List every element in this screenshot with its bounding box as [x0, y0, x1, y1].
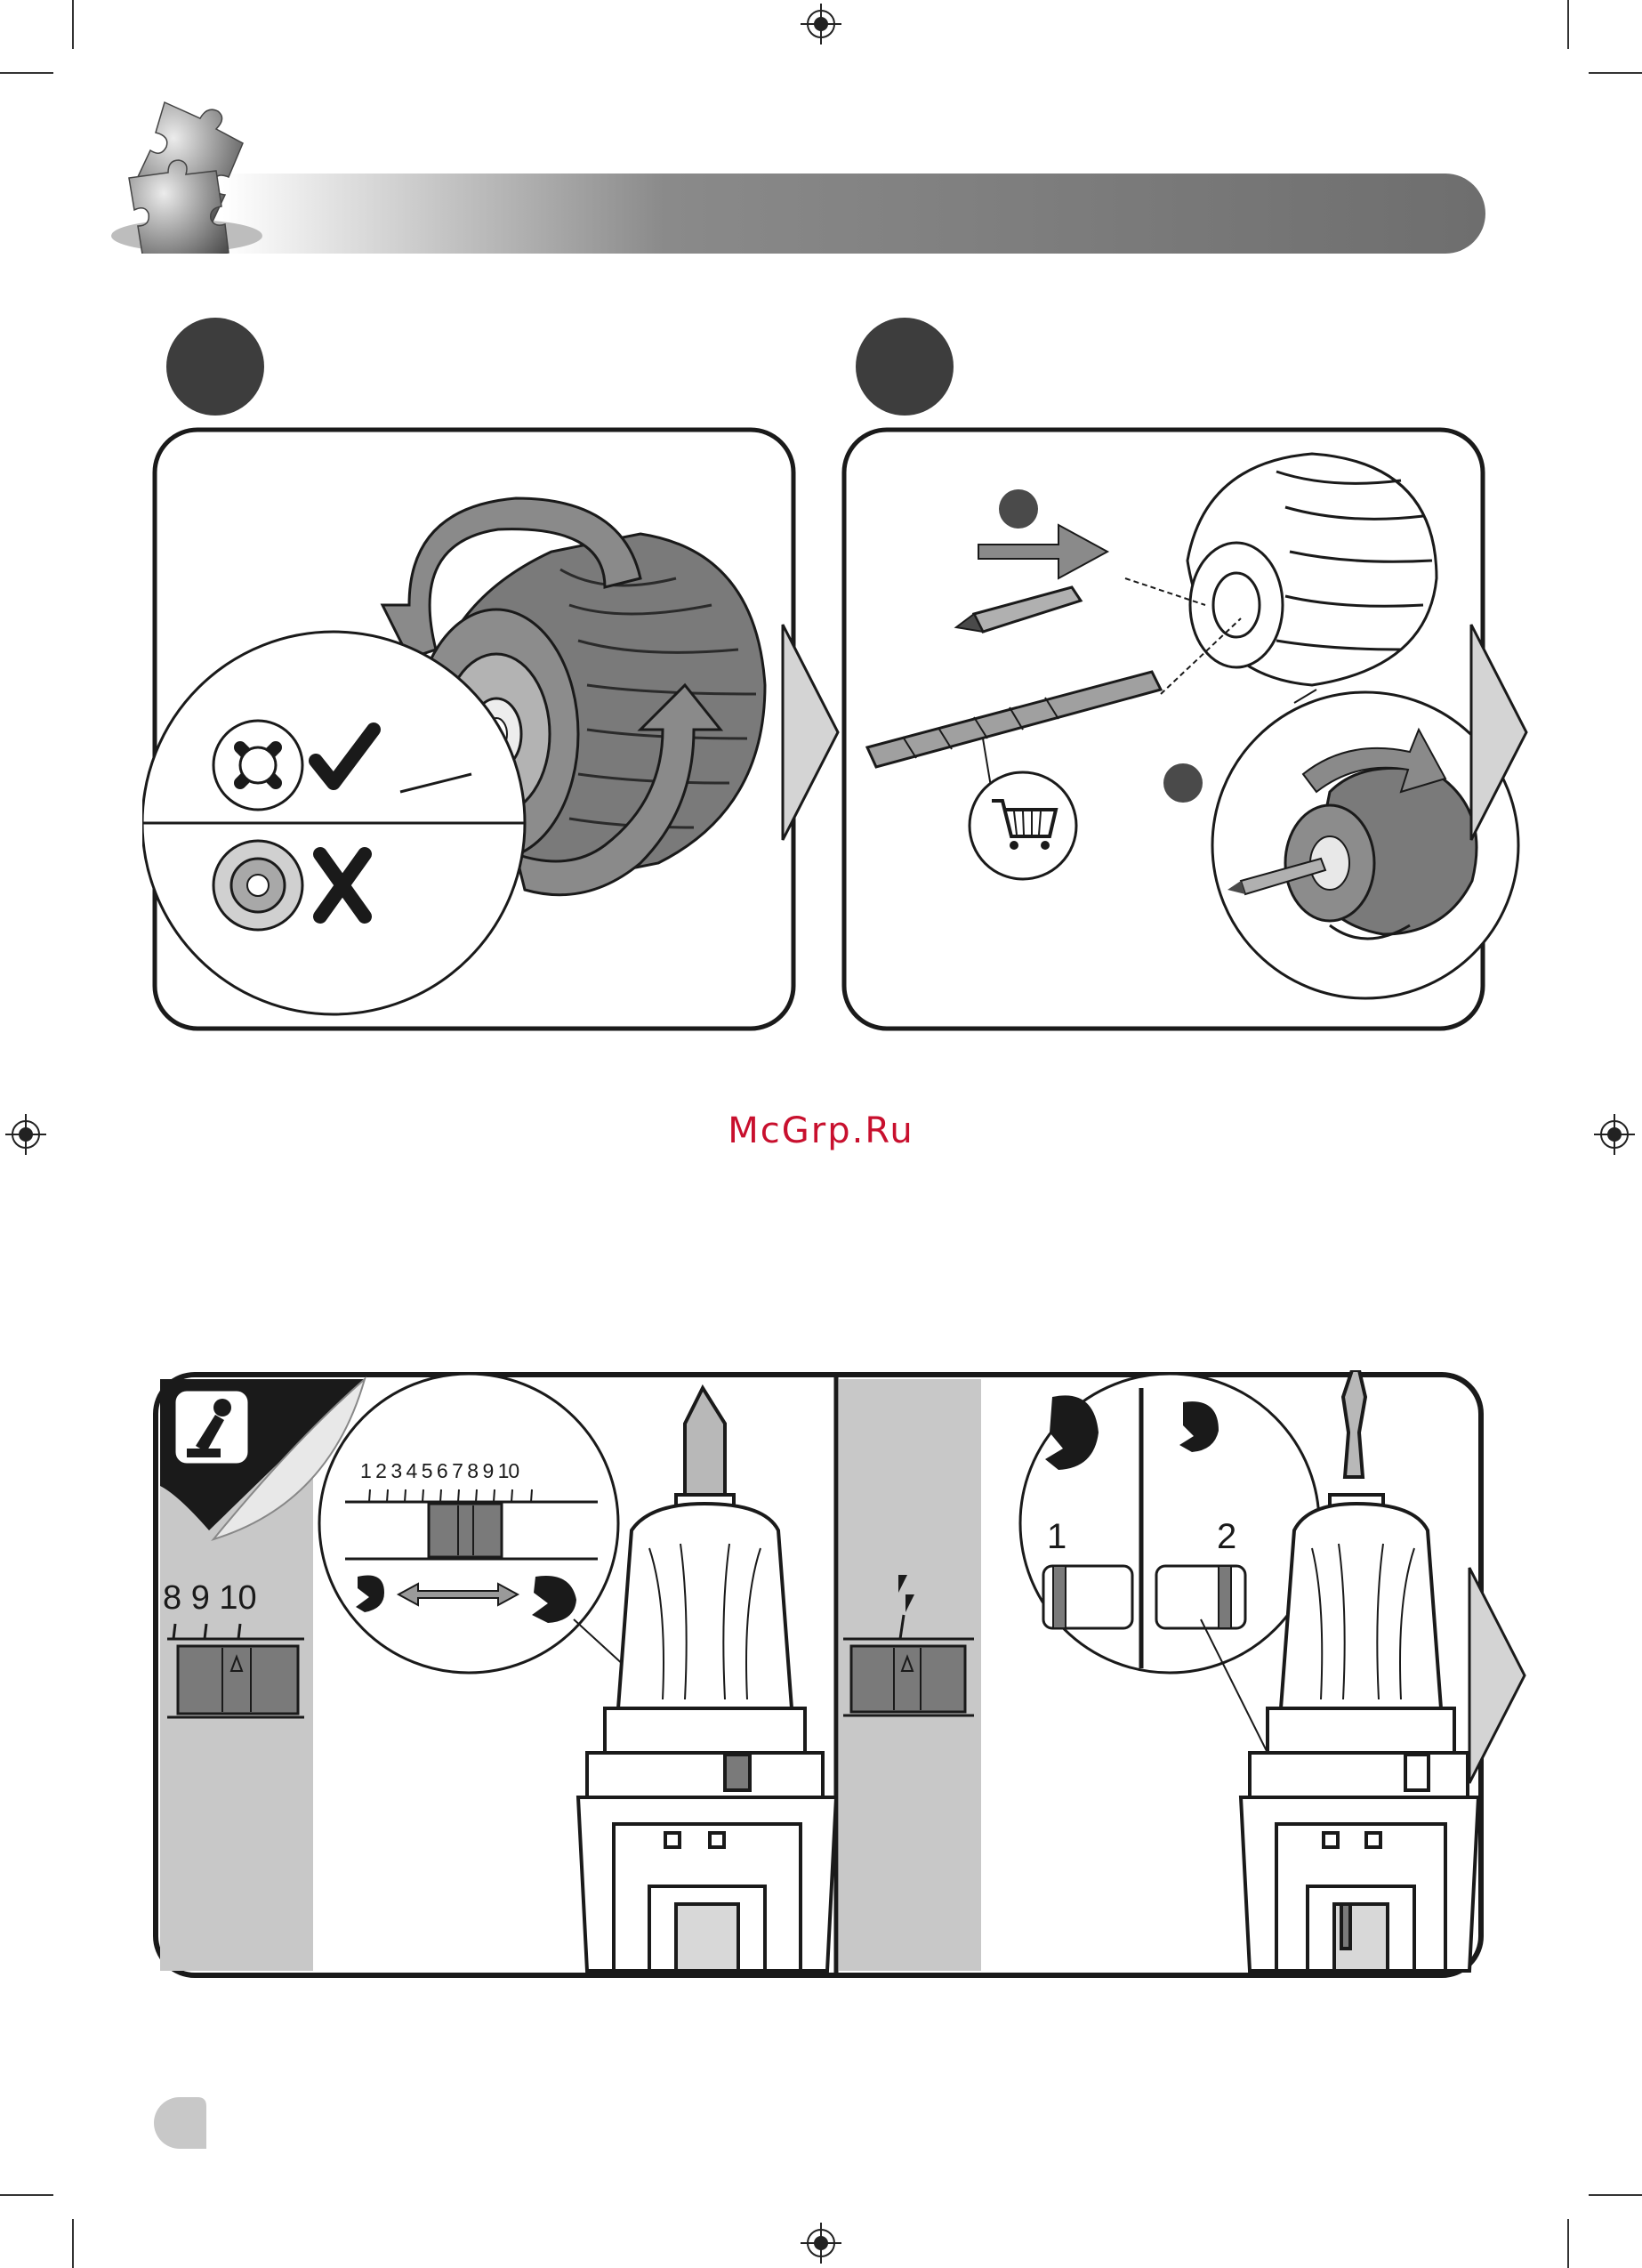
- page-number-badge: [153, 2095, 208, 2151]
- section-header-bar: [107, 89, 1494, 267]
- step-badge-a: [166, 318, 264, 416]
- figure-a-chuck-rotation: [142, 311, 854, 1037]
- figure-b-bit-insertion: [832, 311, 1543, 1037]
- watermark: McGrp.Ru: [0, 1110, 1642, 1151]
- inset-bit-check: [142, 632, 525, 1014]
- shopping-cart-icon: [970, 772, 1076, 879]
- gear-1-label: 1: [1047, 1517, 1066, 1557]
- puzzle-icon: [111, 93, 271, 254]
- side-scale-numbers: 8 9 10: [163, 1579, 257, 1618]
- torque-gear-panel: [151, 1370, 1485, 1980]
- next-arrow-b: [1469, 623, 1528, 842]
- step-badge-b: [856, 318, 954, 416]
- gear-2-label: 2: [1217, 1517, 1236, 1557]
- next-arrow-c: [1468, 1566, 1526, 1785]
- torque-selector-left: [167, 1624, 304, 1717]
- torque-scale-numbers: 1 2 3 4 5 6 7 8 9 10: [360, 1459, 519, 1483]
